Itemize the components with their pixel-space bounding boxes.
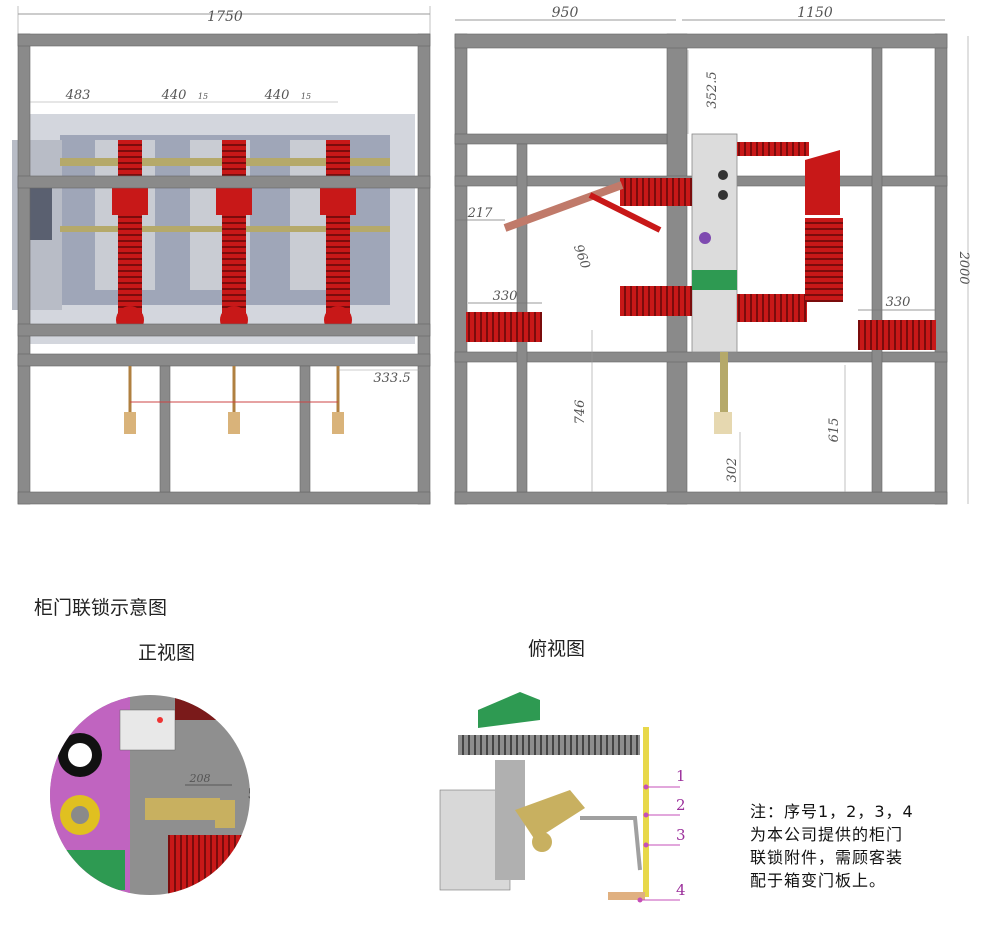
callout-label-4: 4 <box>676 881 686 899</box>
note-block: 注：序号1，2，3，4 为本公司提供的柜门 联锁附件，需顾客装 配于箱变门板上。 <box>750 800 950 892</box>
dim-352-5: 352.5 <box>705 71 720 108</box>
note-line: 配于箱变门板上。 <box>750 871 887 890</box>
dim-330-left: 330 <box>493 289 518 304</box>
grey-bushing <box>458 735 640 755</box>
indicator-panel <box>692 270 737 290</box>
note-line: 为本公司提供的柜门 <box>750 825 904 844</box>
dim-440-b-sub: 15 <box>301 92 311 101</box>
steel-frame-front <box>17 33 431 505</box>
dim-208: 208 <box>189 772 211 785</box>
bushing-lower-right <box>737 294 807 322</box>
front-elevation: 1750 <box>12 6 431 505</box>
bushing-lower-left <box>620 286 692 316</box>
dim-217: 217 <box>467 206 494 221</box>
fuse-insulator <box>805 218 843 302</box>
dim-746: 746 <box>573 400 588 425</box>
dim-615: 615 <box>827 418 842 443</box>
dim-302: 302 <box>725 458 740 483</box>
earthing-links <box>124 366 344 434</box>
cable-bushing-left <box>466 312 542 342</box>
dim-950: 950 <box>552 5 579 21</box>
dim-333-5: 333.5 <box>373 371 410 386</box>
switch-body <box>691 133 738 353</box>
dim-440-b: 440 <box>264 88 290 103</box>
callout-label-3: 3 <box>676 826 686 844</box>
callout-label-2: 2 <box>676 796 686 814</box>
note-line: 联锁附件，需顾客装 <box>750 848 904 867</box>
top-view-title: 俯视图 <box>528 638 586 660</box>
insulator-phase-a <box>112 140 148 334</box>
note-line: 注：序号1，2，3，4 <box>750 802 914 821</box>
insulator-phase-b <box>216 140 252 334</box>
dim-483: 483 <box>65 88 91 103</box>
front-view-detail: 208 47 <box>50 695 260 895</box>
callout-lines <box>637 784 680 903</box>
interlock-rod <box>145 798 220 820</box>
callout-label-1: 1 <box>676 767 686 785</box>
dim-1150: 1150 <box>797 5 833 21</box>
dim-330-right: 330 <box>886 295 911 310</box>
top-view-detail: 1 2 3 4 <box>439 692 686 903</box>
cable-bushing-right <box>858 320 936 350</box>
side-elevation: 950 1150 2000 <box>454 5 971 505</box>
dim-440-a: 440 <box>161 88 187 103</box>
front-view-title: 正视图 <box>138 642 196 664</box>
dim-960: 960 <box>570 243 593 271</box>
interlock-bracket <box>643 727 649 897</box>
bushing-upper <box>620 178 692 206</box>
green-handle <box>478 692 540 728</box>
section-title: 柜门联锁示意图 <box>34 597 168 619</box>
dim-47: 47 <box>247 788 260 803</box>
dim-2000: 2000 <box>956 250 971 284</box>
dim-440-a-sub: 15 <box>198 92 208 101</box>
overall-width-label: 1750 <box>207 9 243 25</box>
